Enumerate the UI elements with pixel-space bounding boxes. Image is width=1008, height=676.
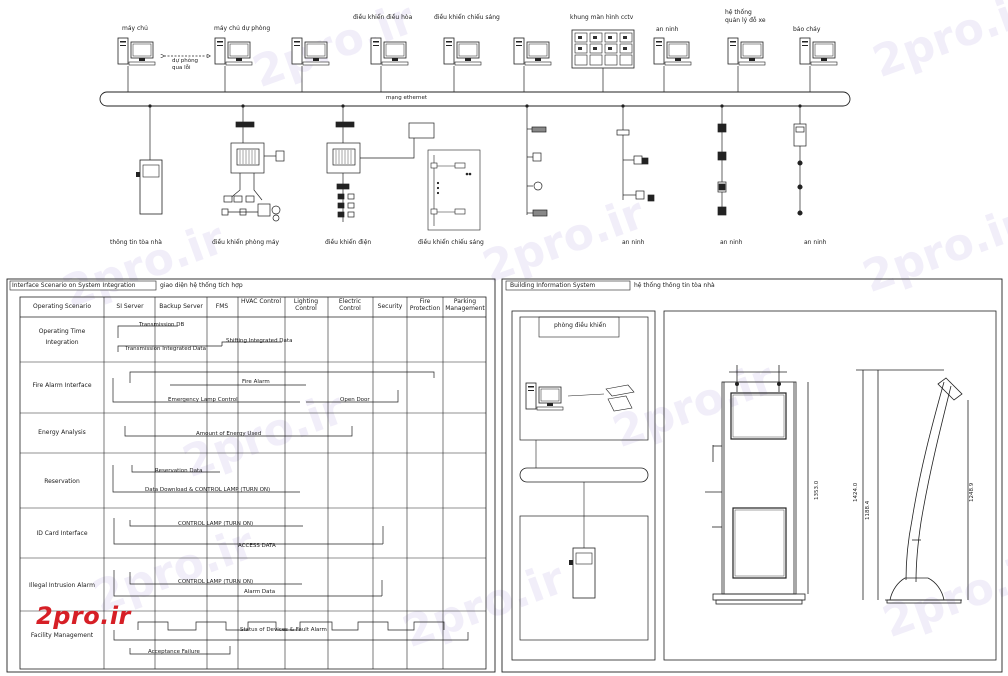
flow-label: Emergency Lamp Control (168, 397, 238, 403)
column-header: Fire Protection (409, 298, 441, 312)
kiosk-small (569, 547, 596, 599)
column-header: Electric Control (338, 298, 362, 312)
flow-label: CONTROL LAMP (TURN ON) (178, 579, 254, 585)
column-header: SI Server (116, 303, 144, 310)
left-panel-subtitle: giao diện hệ thống tích hợp (160, 282, 243, 289)
workstation (117, 37, 156, 66)
flow-label: Status of Devices & Fault Alarm (240, 627, 327, 633)
bottom-label: thông tin tòa nhà (110, 239, 162, 246)
dimension-label: 1353.0 (814, 480, 820, 500)
station-label: báo cháy (793, 26, 821, 33)
column-header: FMS (215, 303, 229, 310)
kiosk-side-elevation (856, 369, 969, 604)
station-label: điều khiển chiếu sáng (434, 14, 500, 21)
dimension-label: 1424.0 (853, 482, 859, 502)
flow-label: Reservation Data (155, 468, 203, 474)
flow-label: Data Download & CONTROL LAMP (TURN ON) (145, 487, 271, 493)
info-kiosk (136, 159, 163, 215)
right-panel-title: Building Information System (510, 282, 596, 289)
station-label: máy chủ (122, 25, 148, 32)
building-info-panel (501, 278, 1003, 673)
flow-label: Transmission Integrated Data (125, 346, 206, 352)
workstation (214, 37, 253, 66)
workstation (370, 37, 409, 66)
scenario-label: Fire Alarm Interface (32, 382, 92, 389)
lighting-control-panel (427, 149, 481, 231)
dimension-label: 1188.4 (865, 500, 871, 520)
site-logo: 2pro.ir (36, 602, 131, 630)
flow-label: Amount of Energy Used (196, 431, 262, 437)
access-control-devices (717, 123, 727, 216)
security-devices (616, 129, 655, 202)
integration-panel (6, 278, 496, 673)
flow-label: Alarm Data (244, 589, 276, 595)
scenario-label: ID Card Interface (36, 530, 88, 537)
backup-link-label: dự phòng qua lỗi (172, 58, 199, 71)
flow-label: Shifting Integrated Data (226, 338, 293, 344)
bottom-label: an ninh (804, 239, 827, 246)
control-room-label: phòng điều khiển (554, 322, 607, 329)
flow-label: Open Door (340, 397, 370, 403)
flow-label: Acceptance Failure (148, 649, 200, 655)
workstation (727, 37, 766, 66)
workstation (443, 37, 482, 66)
cctv-cameras (527, 126, 548, 217)
control-room-workstation (525, 382, 564, 411)
bottom-label: an ninh (720, 239, 743, 246)
flow-label: CONTROL LAMP (TURN ON) (178, 521, 254, 527)
network-label: mạng ethernet (386, 95, 428, 101)
station-label: an ninh (656, 26, 679, 33)
column-header: Security (377, 303, 403, 310)
scenario-label: Reservation (44, 478, 80, 485)
kiosk-front-elevation (705, 365, 809, 605)
station-label: điều khiển điều hòa (353, 14, 413, 21)
flow-label: Fire Alarm (242, 379, 270, 385)
network-topology (99, 29, 851, 231)
ethernet-bus (99, 91, 851, 107)
bottom-label: điều khiển phòng máy (212, 239, 280, 246)
column-header: Lighting Control (293, 298, 319, 312)
workstation (799, 37, 838, 66)
flow-label: ACCESS DATA (238, 543, 276, 549)
column-header: Operating Scenario (33, 303, 91, 310)
scenario-label: Energy Analysis (38, 429, 86, 436)
workstation (291, 37, 330, 66)
machine-room-controller (221, 121, 285, 222)
scenario-label: Operating Time Integration (38, 328, 86, 347)
scenario-label: Illegal Intrusion Alarm (29, 582, 95, 589)
left-panel-title: Interface Scenario on System Integration (12, 282, 136, 289)
station-label: khung màn hình cctv (570, 14, 634, 21)
right-panel-subtitle: hệ thống thông tin tòa nhà (634, 282, 715, 289)
flow-label: Transmission DB (139, 322, 185, 328)
column-header: Backup Server (159, 303, 203, 310)
station-label: máy chủ dự phòng (214, 25, 271, 32)
column-header: Parking Management (445, 298, 485, 312)
workstation (653, 37, 692, 66)
bottom-label: điều khiển chiếu sáng (418, 239, 484, 246)
electric-controller (326, 121, 435, 222)
station-label: hệ thống quản lý đỗ xe (725, 9, 766, 24)
column-header: HVAC Control (240, 298, 282, 305)
dimension-label: 1248.9 (969, 482, 975, 502)
bottom-label: an ninh (622, 239, 645, 246)
cctv-monitor-wall (571, 29, 635, 69)
fire-alarm-devices (793, 123, 807, 216)
scenario-label: Facility Management (30, 632, 94, 639)
workstation (513, 37, 552, 66)
bottom-label: điều khiển điện (325, 239, 372, 246)
